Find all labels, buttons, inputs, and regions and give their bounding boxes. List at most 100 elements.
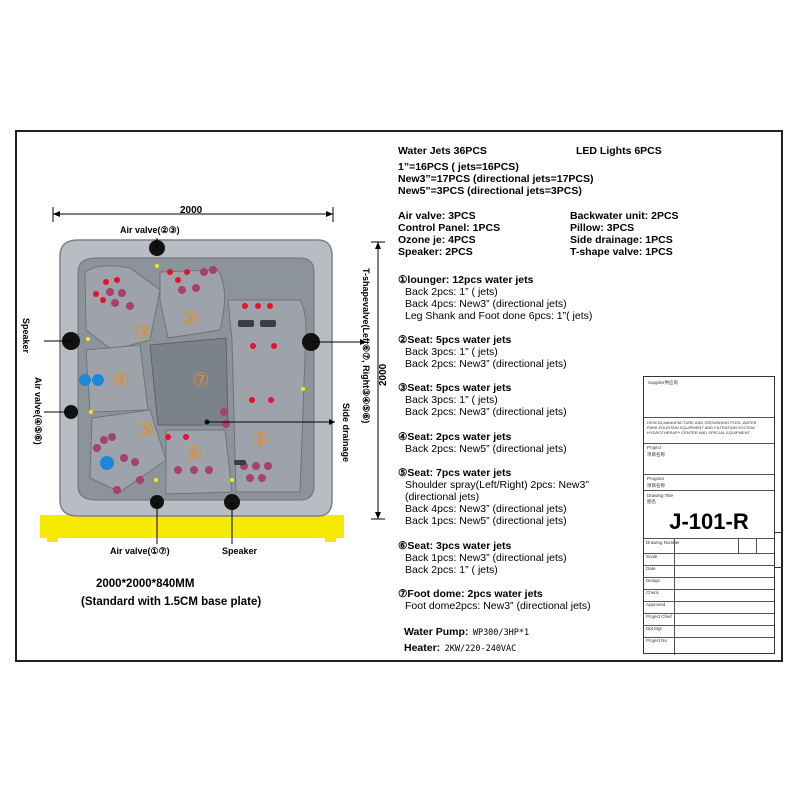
title-block: Supplier供应商 DESIGN,MANUFACTURE AND GROUN…: [643, 376, 775, 655]
pillows: [234, 320, 276, 465]
seat-title: ⑥Seat: 3pcs water jets: [398, 540, 512, 552]
seat-line: (directional jets): [405, 491, 480, 503]
seat-number-6: ⑥: [185, 443, 202, 465]
seat-line: Back 1pcs: New5” (directional jets): [405, 515, 567, 527]
equipment-item: Speaker: 2PCS: [398, 246, 473, 258]
air-valve-left-label: Air valve(④⑤⑥): [33, 377, 43, 445]
led-lights-total: LED Lights 6PCS: [576, 145, 662, 157]
height-dimension-label: 2000: [378, 363, 389, 386]
seat-title: ⑦Foot dome: 2pcs water jets: [398, 588, 543, 600]
equipment-item: Ozone je: 4PCS: [398, 234, 476, 246]
seat-3-mold: [84, 265, 161, 351]
seat-4-spec: ④Seat: 2pcs water jets Back 2pcs: New5” …: [398, 431, 567, 455]
title-block-extension: [775, 532, 783, 533]
equipment-item: Pillow: 3PCS: [570, 222, 635, 234]
seat-number-3: ③: [134, 321, 151, 343]
seat-line: Foot dome2pcs: New3” (directional jets): [405, 600, 591, 612]
tb-row-label: Date: [646, 566, 656, 571]
title-block-rows: Drawing Number Scale Date Design Check A…: [644, 538, 774, 655]
seat-1-spec: ①lounger: 12pcs water jets Back 2pcs: 1”…: [398, 274, 592, 322]
seat-line: Back 4pcs: New3” (directional jets): [405, 503, 567, 515]
base-plate: [40, 515, 344, 538]
tb-row-label: Project No: [646, 638, 668, 643]
title-block-extension: [775, 567, 783, 568]
dimension-caption: 2000*2000*840MM: [96, 578, 195, 590]
seat-number-5: ⑤: [137, 419, 154, 441]
base-plate-caption: (Standard with 1.5CM base plate): [81, 596, 262, 608]
seat-5-mold: [89, 409, 167, 493]
equipment-item: T-shape valve: 1PCS: [570, 246, 673, 258]
jets-new3: [93, 266, 272, 494]
jet-summary-line: New5”=3PCS (directional jets=3PCS): [398, 185, 582, 197]
foot-dome-7: [149, 337, 229, 426]
equipment-item: Control Panel: 1PCS: [398, 222, 501, 234]
project-value: 项目名称: [647, 452, 665, 457]
t-shape-valve-label: T-shapevalve(Left⑥⑦, Right③④⑤⑥): [361, 268, 371, 424]
seat-title: ①lounger: 12pcs water jets: [398, 274, 534, 286]
width-dimension: [52, 207, 334, 222]
seat-number-1: ①: [251, 429, 268, 451]
seat-7-spec: ⑦Foot dome: 2pcs water jets Foot dome2pc…: [398, 588, 591, 612]
seat-3-spec: ③Seat: 5pcs water jets Back 3pcs: 1” ( j…: [398, 382, 567, 418]
heater-label: Heater:: [404, 642, 441, 654]
supplier-label: Supplier供应商: [648, 380, 679, 385]
seat-number-2: ②: [181, 308, 198, 330]
equipment-right-list: Backwater unit: 2PCS Pillow: 3PCS Side d…: [570, 210, 679, 258]
drawing-frame: [15, 130, 783, 662]
equipment-item: Backwater unit: 2PCS: [570, 210, 679, 222]
seat-line: Back 4pcs: New3” (directional jets): [405, 298, 567, 310]
seat-numbers: ① ② ③ ④ ⑤ ⑥ ⑦: [112, 308, 268, 465]
seat-line: Back 2pcs: New3” (directional jets): [405, 406, 567, 418]
seat-title: ③Seat: 5pcs water jets: [398, 382, 512, 394]
seat-title: ⑤Seat: 7pcs water jets: [398, 467, 512, 479]
heater-spec: Heater: 2KW/220-240VAC: [404, 638, 516, 656]
equipment-item: Air valve: 3PCS: [398, 210, 476, 222]
company-description: DESIGN,MANUFACTURE AND GROUNDING POOL,WA…: [647, 420, 757, 435]
seat-line: Back 1pcs: New3” (directional jets): [405, 552, 567, 564]
seat-2-mold: [159, 269, 225, 339]
jets-1-inch: [93, 269, 277, 440]
program-label: Program: [647, 476, 665, 481]
seat-line: Shoulder spray(Left/Right) 2pcs: New3”: [405, 479, 589, 491]
seat-line: Back 2pcs: New5” (directional jets): [405, 443, 567, 455]
seat-title: ④Seat: 2pcs water jets: [398, 431, 512, 443]
tb-row-label: Design: [646, 578, 661, 583]
water-pump-value: WP300/3HP*1: [472, 628, 530, 638]
side-drainage-label: Side drainage: [341, 403, 351, 463]
tb-row-label: Check: [646, 590, 659, 595]
seat-line: Back 2pcs: 1” ( jets): [405, 564, 498, 576]
led-lights: [86, 264, 305, 482]
jet-size-summary: 1”=16PCS ( jets=16PCS) New3”=17PCS (dire…: [398, 161, 594, 197]
tb-row-label: Dpt Mgr: [646, 626, 663, 631]
equipment-left-list: Air valve: 3PCS Control Panel: 1PCS Ozon…: [398, 210, 500, 258]
seat-6-spec: ⑥Seat: 3pcs water jets Back 1pcs: New3” …: [398, 540, 567, 576]
seat-6-mold: [165, 429, 233, 495]
heater-value: 2KW/220-240VAC: [444, 644, 517, 654]
jet-summary-line: New3”=17PCS (directional jets=17PCS): [398, 173, 594, 185]
water-jets-total: Water Jets 36PCS: [398, 145, 487, 157]
air-valve-top-label: Air valve(②③): [120, 225, 180, 235]
model-number: J-101-R: [669, 509, 749, 534]
seat-2-spec: ②Seat: 5pcs water jets Back 3pcs: 1” ( j…: [398, 334, 567, 370]
program-value: 项目名称: [647, 483, 665, 488]
jets-new5: [79, 374, 114, 470]
drawing-title-label: Drawing Title: [647, 493, 674, 498]
seat-line: Back 3pcs: 1” ( jets): [405, 394, 498, 406]
height-dimension: [371, 241, 385, 520]
seat-line: Back 2pcs: New3” (directional jets): [405, 358, 567, 370]
width-dimension-label: 2000: [180, 205, 203, 216]
leader-lines: [44, 238, 366, 544]
seat-line: Leg Shank and Foot done 6pcs: 1”( jets): [405, 310, 593, 322]
drawing-title-cn: 图名: [647, 499, 656, 504]
speaker-bottom-label: Speaker: [222, 546, 258, 556]
tb-row-label: Approved: [646, 602, 666, 607]
tb-row-label: Drawing Number: [646, 540, 680, 545]
seat-5-spec: ⑤Seat: 7pcs water jets Shoulder spray(Le…: [398, 467, 589, 527]
tb-row-label: Scale: [646, 554, 658, 559]
project-label: Project: [647, 445, 662, 450]
air-valve-bottom-label: Air valve(①⑦): [110, 546, 170, 556]
water-pump-label: Water Pump:: [404, 626, 469, 638]
equipment-item: Side drainage: 1PCS: [570, 234, 673, 246]
seat-number-7: ⑦: [192, 369, 209, 391]
